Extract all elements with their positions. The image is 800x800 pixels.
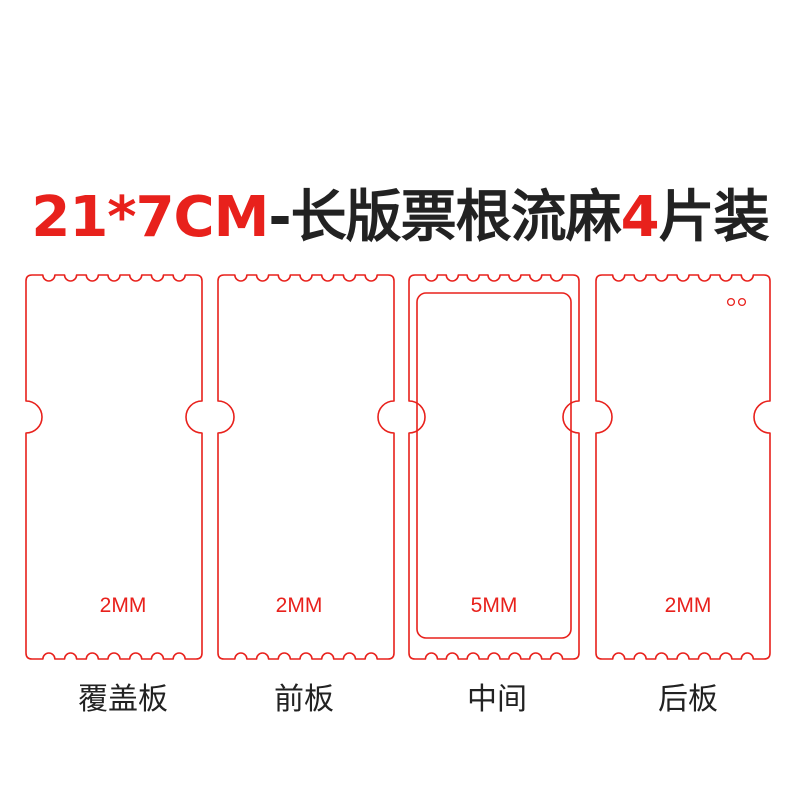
panel-cover-label: 覆盖板 xyxy=(78,682,168,717)
title-text: -长版票根流麻 xyxy=(268,185,621,250)
panel-back-label: 后板 xyxy=(658,682,718,717)
title-size: 21*7CM xyxy=(31,185,269,250)
panel-back: 2MM xyxy=(595,274,771,660)
title-unit: 片装 xyxy=(658,185,770,250)
panel-cover: 2MM xyxy=(25,274,203,660)
panel-middle-outline xyxy=(408,274,580,660)
title-count: 4 xyxy=(620,185,660,250)
panel-front-outline xyxy=(217,274,395,660)
panel-front: 2MM xyxy=(217,274,395,660)
panel-cover-outline xyxy=(25,274,203,660)
panel-cover-thickness: 2MM xyxy=(100,594,147,617)
panel-middle: 5MM xyxy=(408,274,580,660)
page-title: 21*7CM-长版票根流麻4片装 xyxy=(0,182,800,254)
panel-middle-thickness: 5MM xyxy=(471,594,518,617)
panel-middle-inner-frame xyxy=(416,292,572,639)
hanging-hole-icon xyxy=(737,297,747,307)
panel-front-label: 前板 xyxy=(274,682,334,717)
panel-back-thickness: 2MM xyxy=(665,594,712,617)
panel-middle-label: 中间 xyxy=(467,682,527,717)
panel-front-thickness: 2MM xyxy=(276,594,323,617)
hanging-hole-icon xyxy=(726,297,736,307)
panel-back-outline xyxy=(595,274,771,660)
